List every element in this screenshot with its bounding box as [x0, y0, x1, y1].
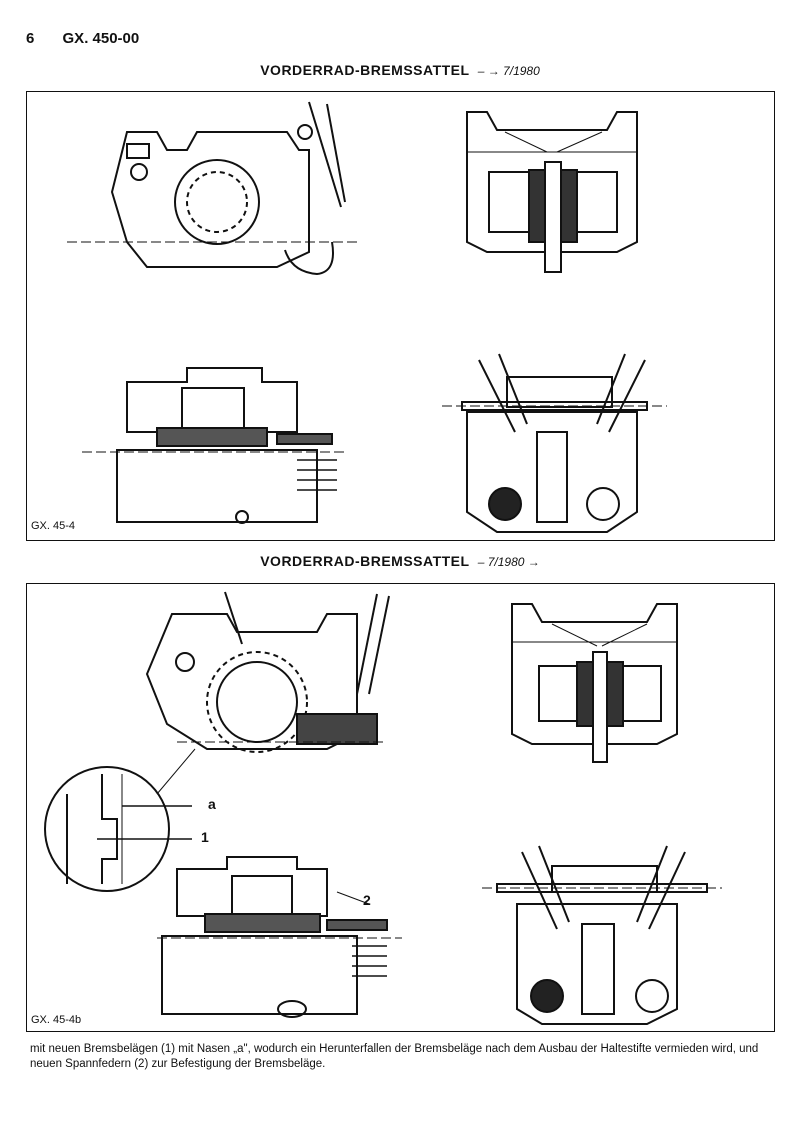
section-title-2: VORDERRAD-BREMSSATTEL – 7/1980 →	[0, 553, 800, 569]
caliper-top-view-2	[157, 856, 402, 1018]
caliper-section-view-1	[466, 111, 638, 273]
caliper-drawing-new	[44, 591, 722, 1025]
callout-1: 1	[201, 829, 209, 845]
section-title-1-range: – → 7/1980	[477, 64, 540, 78]
section-title-1: VORDERRAD-BREMSSATTEL – → 7/1980	[0, 62, 800, 78]
figure-label-1: GX. 45-4	[31, 520, 76, 532]
figure-panel-1: GX. 45-4	[26, 91, 775, 541]
caliper-end-view-1	[442, 353, 667, 533]
caliper-section-view-2	[511, 603, 678, 763]
figure-panel-2: a 1 2 GX. 45-4b	[26, 583, 775, 1032]
document-code: GX. 450-00	[62, 30, 140, 47]
caliper-drawing-old	[67, 101, 667, 533]
caption-text: mit neuen Bremsbelägen (1) mit Nasen „a"…	[30, 1043, 759, 1070]
caliper-side-view-1	[67, 101, 357, 276]
section-title-2-text: VORDERRAD-BREMSSATTEL	[260, 553, 470, 569]
section-title-2-range: – 7/1980 →	[477, 555, 540, 569]
callout-a: a	[208, 796, 216, 812]
figure-label-2: GX. 45-4b	[31, 1014, 82, 1026]
page-number: 6	[26, 30, 35, 47]
caliper-side-view-2	[145, 591, 390, 795]
caliper-end-view-2	[482, 845, 722, 1025]
detail-zoom-circle	[44, 766, 192, 892]
page-header: 6 GX. 450-00	[26, 30, 139, 47]
caliper-top-view-1	[82, 367, 347, 524]
section-title-1-text: VORDERRAD-BREMSSATTEL	[260, 62, 470, 78]
callout-2: 2	[363, 892, 371, 908]
